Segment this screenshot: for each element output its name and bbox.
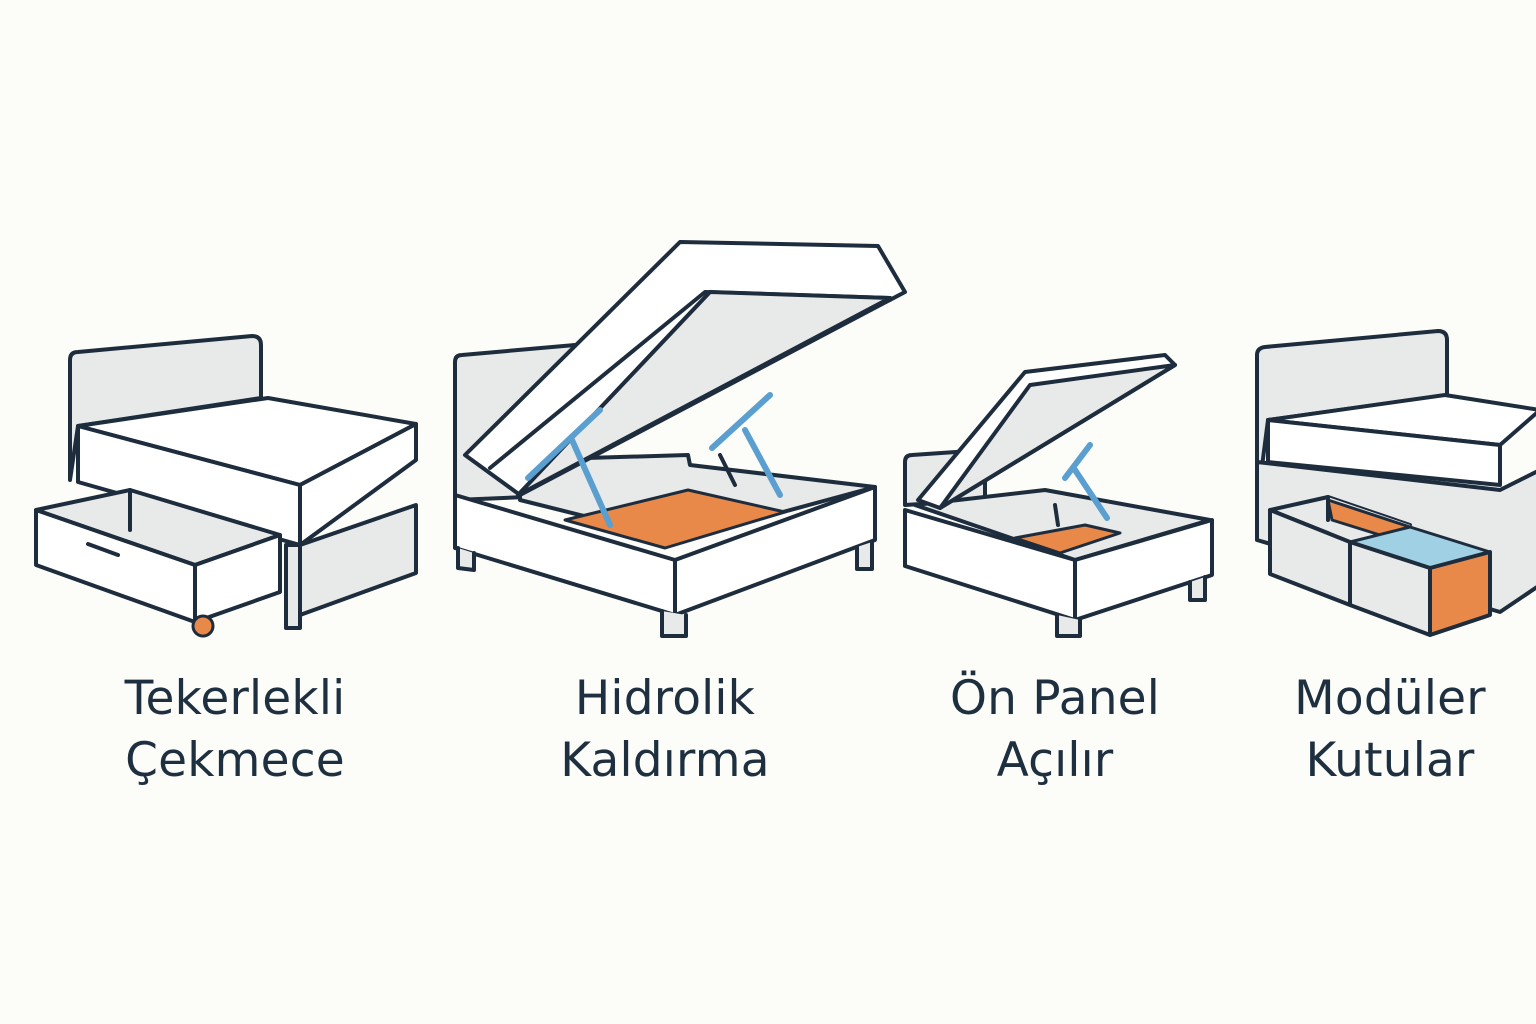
caption-drawer: Tekerlekli Çekmece [60, 668, 410, 792]
caption-modular-line1: Modüler [1294, 671, 1486, 726]
caption-modular: Modüler Kutular [1215, 668, 1536, 792]
bed-with-front-panel-opening-icon [903, 353, 1214, 638]
caption-drawer-line2: Çekmece [125, 733, 345, 788]
caption-hydraulic-line2: Kaldırma [560, 733, 770, 788]
caption-drawer-line1: Tekerlekli [124, 671, 346, 726]
bed-with-rolling-drawer-icon [34, 334, 418, 638]
caption-hydraulic: Hidrolik Kaldırma [490, 668, 840, 792]
caption-front-panel-line2: Açılır [996, 733, 1114, 788]
bed-with-hydraulic-lift-icon [453, 240, 907, 638]
caption-front-panel-line1: Ön Panel [949, 671, 1161, 726]
caption-modular-line2: Kutular [1305, 733, 1475, 788]
caption-hydraulic-line1: Hidrolik [574, 671, 756, 726]
bed-with-modular-boxes-icon [1255, 329, 1536, 637]
caption-front-panel: Ön Panel Açılır [880, 668, 1230, 792]
